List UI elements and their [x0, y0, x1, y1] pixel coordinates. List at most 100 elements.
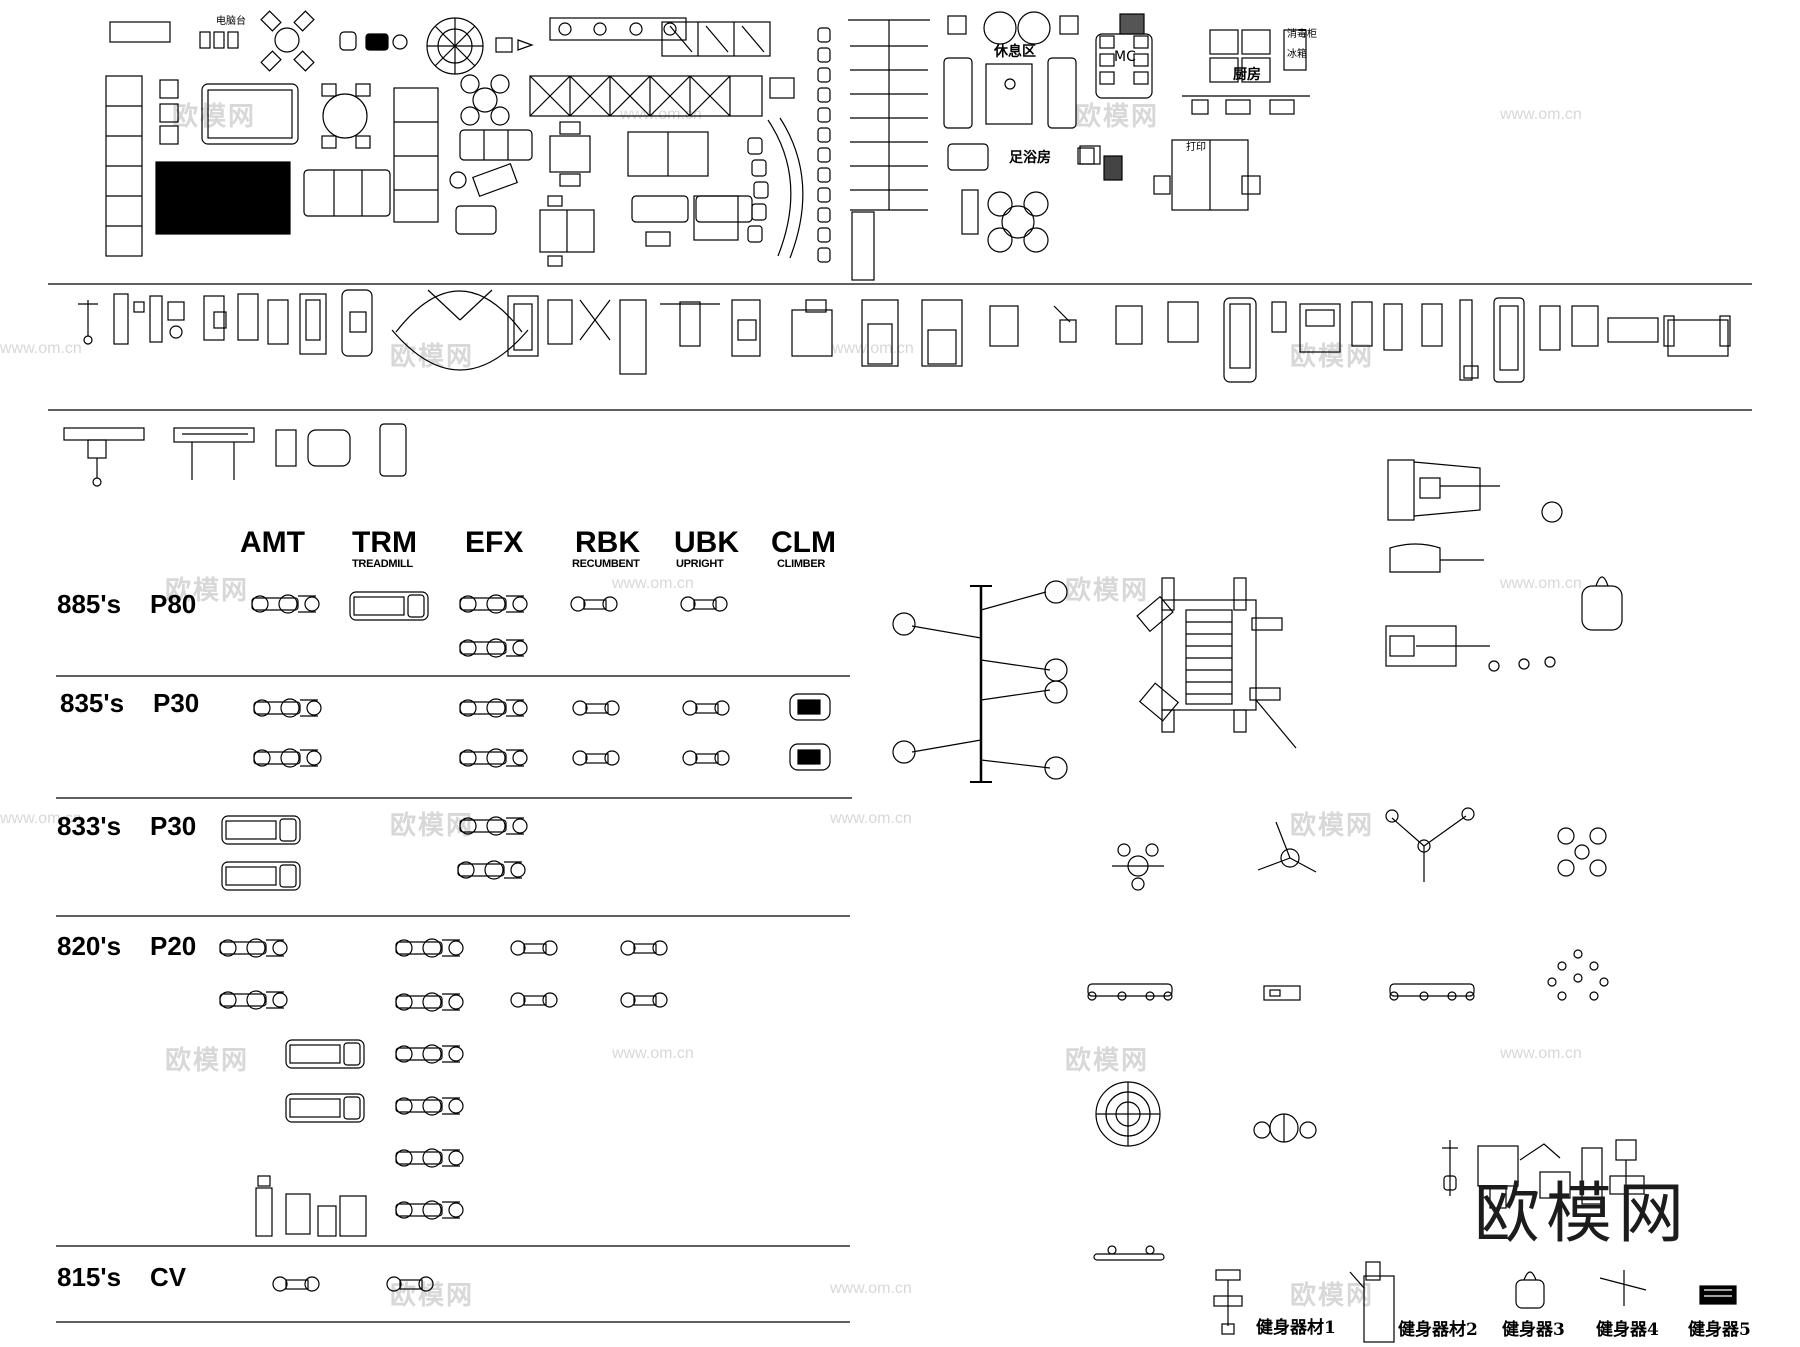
circuit-diagram	[892, 580, 1068, 783]
column-header-ubk: UBK	[674, 526, 739, 559]
column-header-amt: AMT	[240, 526, 305, 559]
row-series-885: 885's	[57, 589, 122, 619]
label-cabinet-a: 消毒柜	[1287, 29, 1317, 40]
caption-equipment-4: 健身器4	[1596, 1320, 1659, 1340]
equipment-glyph	[272, 1276, 320, 1292]
watermark-brand: 欧模网	[1290, 1281, 1375, 1311]
equipment-glyph	[510, 992, 558, 1008]
equipment-glyph	[219, 990, 288, 1010]
row-series-835: 835's	[60, 688, 125, 718]
equipment-glyph	[395, 1044, 464, 1064]
watermark-url: www.om.cn	[620, 106, 702, 123]
watermark-brand: 欧模网	[1065, 1046, 1150, 1076]
label-cabinet-b: 冰箱	[1287, 49, 1307, 60]
watermark-brand: 欧模网	[1075, 102, 1160, 132]
furniture-block	[105, 10, 1310, 281]
equipment-glyph	[386, 1276, 434, 1292]
label-lounge: 休息区	[994, 44, 1036, 60]
equipment-glyph	[459, 698, 528, 718]
watermark-url: www.om.cn	[612, 575, 694, 592]
watermark-url: www.om.cn	[1500, 575, 1582, 592]
watermark-url: www.om.cn	[830, 810, 912, 827]
label-kitchen: 厨房	[1233, 67, 1261, 83]
watermark-url: www.om.cn	[1500, 1045, 1582, 1062]
equipment-glyph	[572, 750, 620, 766]
equipment-glyph	[349, 591, 429, 621]
equipment-glyph	[221, 861, 301, 891]
label-foot-spa: 足浴房	[1009, 150, 1051, 166]
row-model-820: P20	[150, 931, 197, 961]
watermark-brand-large: 欧模网	[1474, 1175, 1690, 1252]
equipment-details-right	[1385, 459, 1623, 672]
equipment-icons-bottom-right	[1213, 1139, 1737, 1343]
watermark-url: www.om.cn	[830, 1280, 912, 1297]
label-print: 打印	[1186, 142, 1206, 153]
watermark-brand: 欧模网	[390, 342, 475, 372]
equipment-glyph	[459, 748, 528, 768]
equipment-glyph	[789, 693, 831, 721]
watermark-url: www.om.cn	[0, 810, 82, 827]
equipment-glyph	[789, 743, 831, 771]
caption-equipment-2: 健身器材2	[1398, 1320, 1478, 1340]
equipment-glyph	[395, 1096, 464, 1116]
equipment-glyph	[255, 1175, 367, 1237]
equipment-glyph	[572, 700, 620, 716]
row-series-815: 815's	[57, 1262, 122, 1292]
watermark-url: www.om.cn	[832, 340, 914, 357]
row-model-833: P30	[150, 811, 197, 841]
row-model-815: CV	[150, 1262, 187, 1292]
label-mc: MC	[1114, 49, 1136, 65]
row-series-833: 833's	[57, 811, 122, 841]
equipment-glyph	[395, 1148, 464, 1168]
equipment-glyph	[457, 860, 526, 880]
watermark-brand: 欧模网	[172, 102, 257, 132]
equipment-glyph	[285, 1039, 365, 1069]
label-front-desk: 电脑台	[216, 16, 246, 27]
watermark-url: www.om.cn	[612, 1045, 694, 1062]
watermark-brand: 欧模网	[1290, 342, 1375, 372]
column-sub-clm: CLIMBER	[777, 558, 826, 570]
chair-column	[817, 27, 831, 263]
row-series-820: 820's	[57, 931, 122, 961]
watermark-brand: 欧模网	[165, 1046, 250, 1076]
equipment-glyph	[620, 940, 668, 956]
watermark-url: www.om.cn	[1500, 106, 1582, 123]
column-header-clm: CLM	[771, 526, 836, 559]
equipment-glyph	[459, 638, 528, 658]
equipment-glyph	[682, 700, 730, 716]
equipment-glyph	[253, 748, 322, 768]
watermark-brand: 欧模网	[390, 811, 475, 841]
equipment-glyph	[221, 815, 301, 845]
equipment-glyph	[570, 596, 618, 612]
equipment-glyph	[395, 1200, 464, 1220]
table-equipment-grid	[219, 591, 831, 1292]
caption-equipment-5: 健身器5	[1688, 1320, 1751, 1340]
watermark-brand: 欧模网	[1290, 811, 1375, 841]
watermark-brand: 欧模网	[390, 1281, 475, 1311]
equipment-glyph	[682, 750, 730, 766]
row-model-885: P80	[150, 589, 197, 619]
column-sub-rbk: RECUMBENT	[572, 558, 640, 570]
watermark-brand: 欧模网	[165, 576, 250, 606]
column-header-trm: TRM	[352, 526, 417, 559]
column-header-rbk: RBK	[575, 526, 640, 559]
equipment-glyph	[285, 1093, 365, 1123]
equipment-glyph	[251, 594, 320, 614]
multi-station-machine	[1136, 577, 1297, 749]
watermark-brand: 欧模网	[1065, 576, 1150, 606]
group-stations	[1087, 807, 1609, 1261]
equipment-glyph	[620, 992, 668, 1008]
equipment-glyph	[680, 596, 728, 612]
watermark-url: www.om.cn	[0, 340, 82, 357]
row-model-835: P30	[153, 688, 200, 718]
equipment-glyph	[395, 992, 464, 1012]
column-sub-trm: TREADMILL	[352, 558, 413, 570]
caption-equipment-3: 健身器3	[1502, 1320, 1565, 1340]
equipment-glyph	[510, 940, 558, 956]
equipment-glyph	[459, 816, 528, 836]
caption-equipment-1: 健身器材1	[1256, 1318, 1336, 1338]
equipment-glyph	[219, 938, 288, 958]
equipment-glyph	[253, 698, 322, 718]
